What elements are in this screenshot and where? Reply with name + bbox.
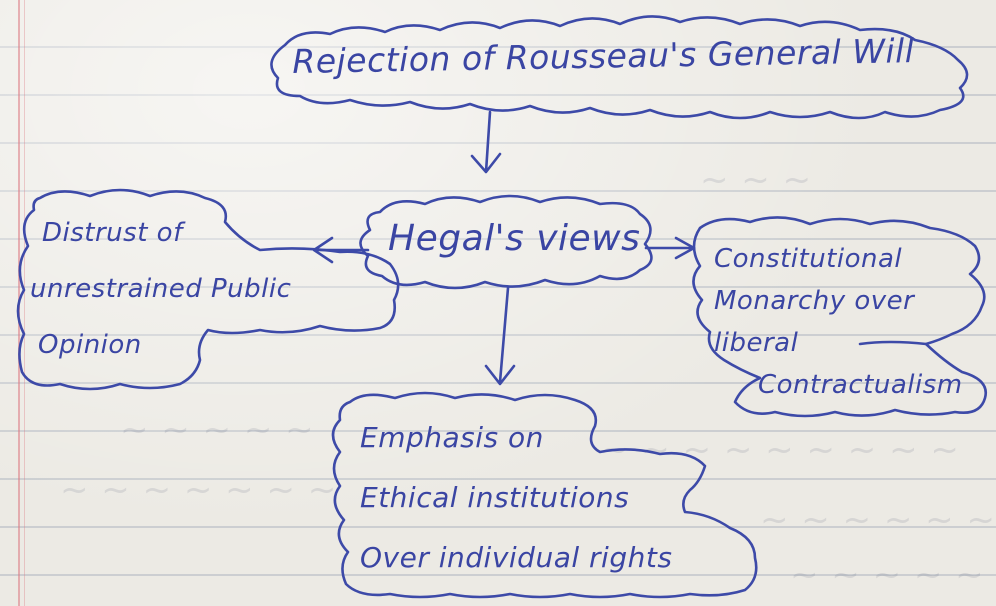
arrow-hegel-to-left (312, 236, 370, 264)
distrust-node-line: Distrust of (42, 218, 183, 248)
distrust-node-text: Distrust of unrestrained Public Opinion (30, 205, 291, 373)
hegel-node-line: Hegal's views (388, 218, 641, 259)
monarchy-node-line: liberal (714, 328, 799, 358)
hegel-node-text: Hegal's views (388, 218, 640, 259)
root-cloud-outline (270, 15, 969, 120)
connector-liberal (858, 340, 928, 346)
arrow-root-to-hegel (470, 110, 502, 174)
emphasis-node-line: Ethical institutions (360, 481, 630, 514)
arrow-hegel-to-bottom (484, 286, 516, 386)
emphasis-cloud-outline (331, 391, 758, 599)
emphasis-node-text: Emphasis on Ethical institutions Over in… (360, 408, 672, 588)
monarchy-cloud-outline (692, 216, 988, 418)
bleed-through-writing: ~ ~ ~ ~ ~ ~ ~ ~ ~ (600, 430, 960, 470)
distrust-cloud-outline (16, 188, 400, 391)
monarchy-node-line: Monarchy over (714, 286, 915, 316)
emphasis-node-line: Emphasis on (360, 421, 544, 454)
monarchy-node-text: Constitutional Monarchy over liberal Con… (714, 238, 963, 406)
notebook-margin-line (24, 0, 25, 606)
monarchy-node-line: Constitutional (714, 244, 903, 274)
bleed-through-writing: ~ ~ ~ ~ ~ ~ (760, 500, 996, 540)
distrust-node-line: unrestrained Public (30, 274, 292, 304)
hegel-cloud-outline (359, 194, 653, 290)
bleed-through-writing: ~ ~ ~ (700, 160, 813, 200)
bleed-through-writing: ~ ~ ~ ~ ~ (120, 410, 315, 450)
monarchy-node-line: Contractualism (758, 370, 963, 400)
arrow-hegel-to-right (644, 236, 696, 260)
bleed-through-writing: ~ ~ ~ ~ ~ (790, 555, 985, 595)
emphasis-node-line: Over individual rights (360, 541, 673, 574)
distrust-node-line: Opinion (38, 330, 142, 360)
bleed-through-writing: ~ ~ ~ ~ ~ ~ ~ (60, 470, 338, 510)
